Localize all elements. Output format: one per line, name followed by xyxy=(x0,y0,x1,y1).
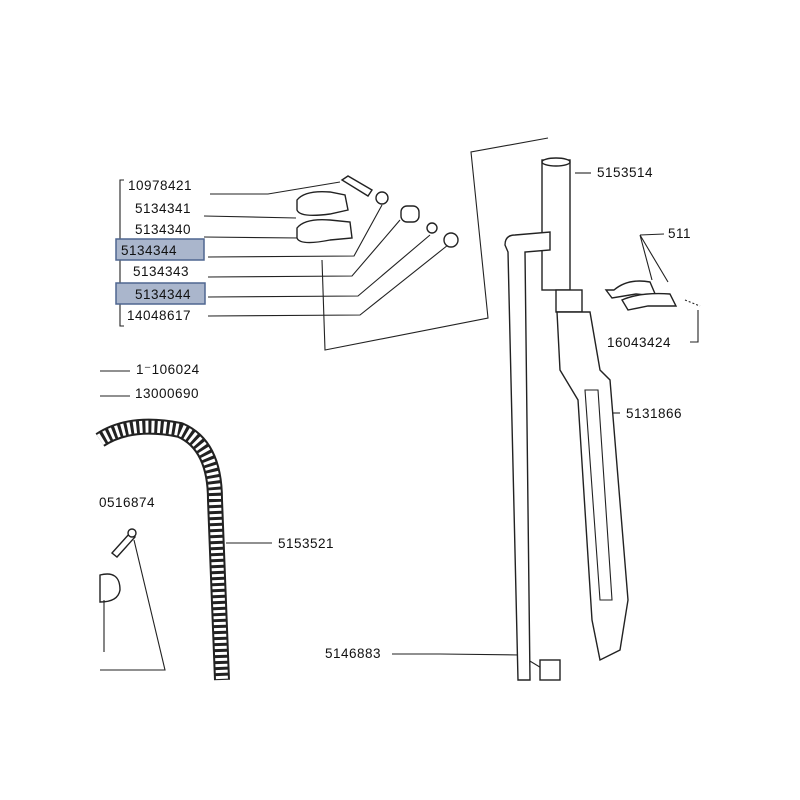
highlight-box-5134344-b[interactable] xyxy=(115,282,206,305)
tube-assembly xyxy=(504,157,629,681)
bolt-bracket xyxy=(99,528,166,671)
part-label-10978421[interactable]: 10978421 xyxy=(128,178,192,193)
part-label-5146883[interactable]: 5146883 xyxy=(325,646,381,661)
part-label-14048617[interactable]: 14048617 xyxy=(127,308,191,323)
clamp-assembly xyxy=(296,175,459,248)
leader-frame xyxy=(321,137,549,351)
part-label-5134343[interactable]: 5134343 xyxy=(133,264,189,279)
part-label-5134344-b[interactable]: 5134344 xyxy=(135,287,191,302)
part-label-5134341[interactable]: 5134341 xyxy=(135,201,191,216)
clamp-ring xyxy=(604,280,701,311)
corrugated-hose xyxy=(95,418,230,681)
part-label-13000690[interactable]: 13000690 xyxy=(135,386,199,401)
part-label-5134340[interactable]: 5134340 xyxy=(135,222,191,237)
part-label-5153521[interactable]: 5153521 xyxy=(278,536,334,551)
part-label-511[interactable]: 511 xyxy=(668,226,691,241)
part-label-11106024[interactable]: 1⁻106024 xyxy=(136,362,200,377)
part-label-5153514[interactable]: 5153514 xyxy=(597,165,653,180)
part-label-5134344-a[interactable]: 5134344 xyxy=(121,243,177,258)
highlight-box-5134344-a[interactable] xyxy=(115,238,205,261)
part-label-5131866[interactable]: 5131866 xyxy=(626,406,682,421)
part-label-16043424[interactable]: 16043424 xyxy=(607,335,671,350)
part-label-0516874[interactable]: 0516874 xyxy=(99,495,155,510)
